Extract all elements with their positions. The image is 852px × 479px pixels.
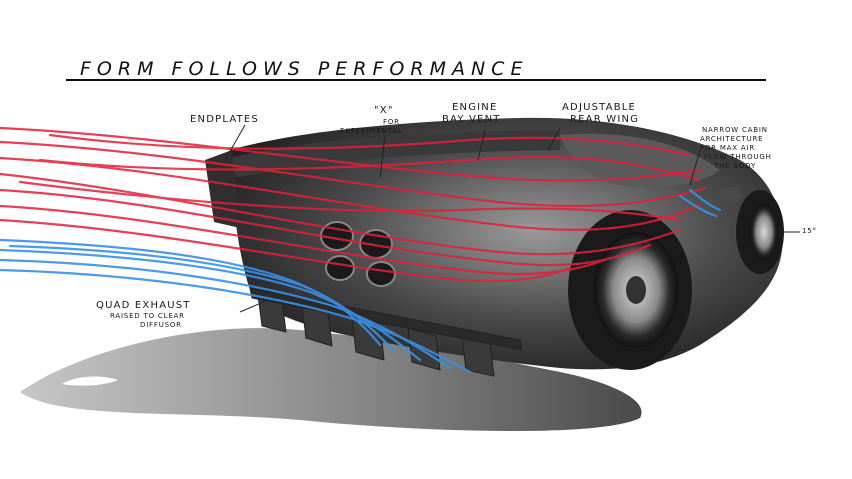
label-engine: ENGINE [452, 102, 498, 113]
label-x-mark: "X" [374, 105, 394, 116]
page-title: FORM FOLLOWS PERFORMANCE [80, 58, 529, 80]
label-adjustable: ADJUSTABLE [562, 102, 637, 113]
label-narrow-cabin: NARROW CABIN [702, 126, 768, 134]
quad-exhaust [320, 221, 396, 287]
airflow-red [0, 126, 707, 283]
label-diffusor: DIFFUSOR [140, 321, 182, 329]
label-angle: 15° [802, 227, 817, 235]
callout-lines [224, 124, 800, 313]
title-underline [66, 79, 766, 81]
label-the-body: THE BODY [714, 162, 757, 170]
label-x-experimental: EXPERIMENTAL [340, 127, 403, 135]
label-endplates: ENDPLATES [190, 114, 259, 125]
label-flow-through: FLOW THROUGH [704, 153, 772, 161]
airflow-blue [0, 188, 722, 374]
side-mirror [718, 187, 742, 203]
label-rear-wing: REAR WING [570, 114, 640, 125]
front-wheel [736, 190, 784, 274]
diffuser [249, 287, 523, 377]
label-x-for: FOR [383, 118, 400, 126]
shadow-highlight [62, 376, 118, 386]
label-architecture: ARCHITECTURE [700, 135, 764, 143]
label-raised-to-clear: RAISED TO CLEAR [110, 312, 185, 320]
ground-shadow [20, 328, 642, 432]
rear-wheel [568, 210, 692, 370]
label-quad-exhaust: QUAD EXHAUST [96, 300, 191, 311]
rear-wing [230, 130, 560, 178]
label-max-air: FOR MAX AIR [700, 144, 755, 152]
label-bay-vent: BAY VENT [442, 114, 501, 125]
